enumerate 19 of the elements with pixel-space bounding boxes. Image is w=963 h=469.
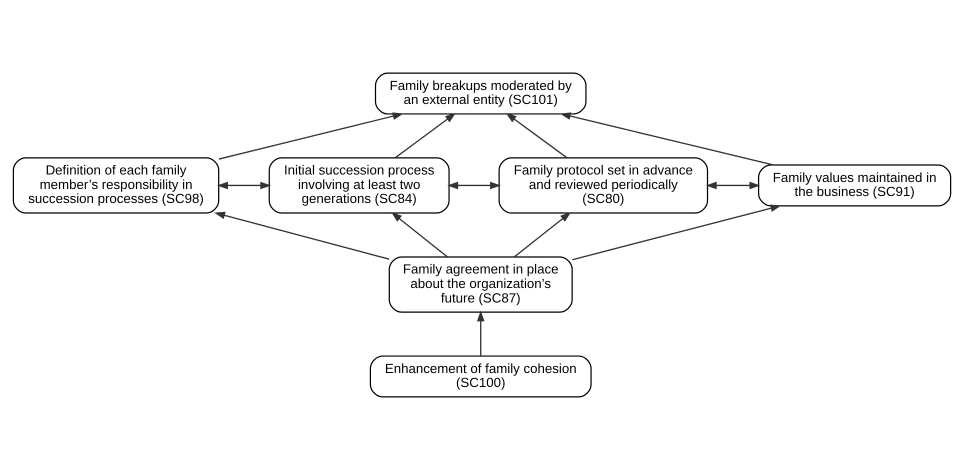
node-box: Family breakups moderated by an external entity (SC101) <box>374 72 586 114</box>
arrow <box>476 310 484 356</box>
arrow <box>705 181 760 189</box>
arrow <box>214 211 389 260</box>
arrow <box>514 212 571 257</box>
arrow <box>446 181 500 189</box>
arrow <box>572 204 781 260</box>
node-box: Enhancement of family cohesion (SC100) <box>369 354 592 398</box>
node-box: Family agreement in place about the organization’s future (SC87) <box>388 256 572 312</box>
node-box: Definition of each family member’s responsibility in succession processes (SC98) <box>12 156 219 214</box>
arrow <box>559 112 774 166</box>
arrow <box>505 112 567 158</box>
arrow <box>218 112 404 160</box>
arrow <box>390 212 448 257</box>
node-box: Initial succession process involving at least two generations (SC84) <box>268 156 450 214</box>
arrow <box>216 181 271 189</box>
node-box: Family protocol set in advance and reviewed periodically (SC80) <box>498 156 708 214</box>
arrow <box>394 112 456 158</box>
node-box: Family values maintained in the business (SC91) <box>757 164 951 206</box>
